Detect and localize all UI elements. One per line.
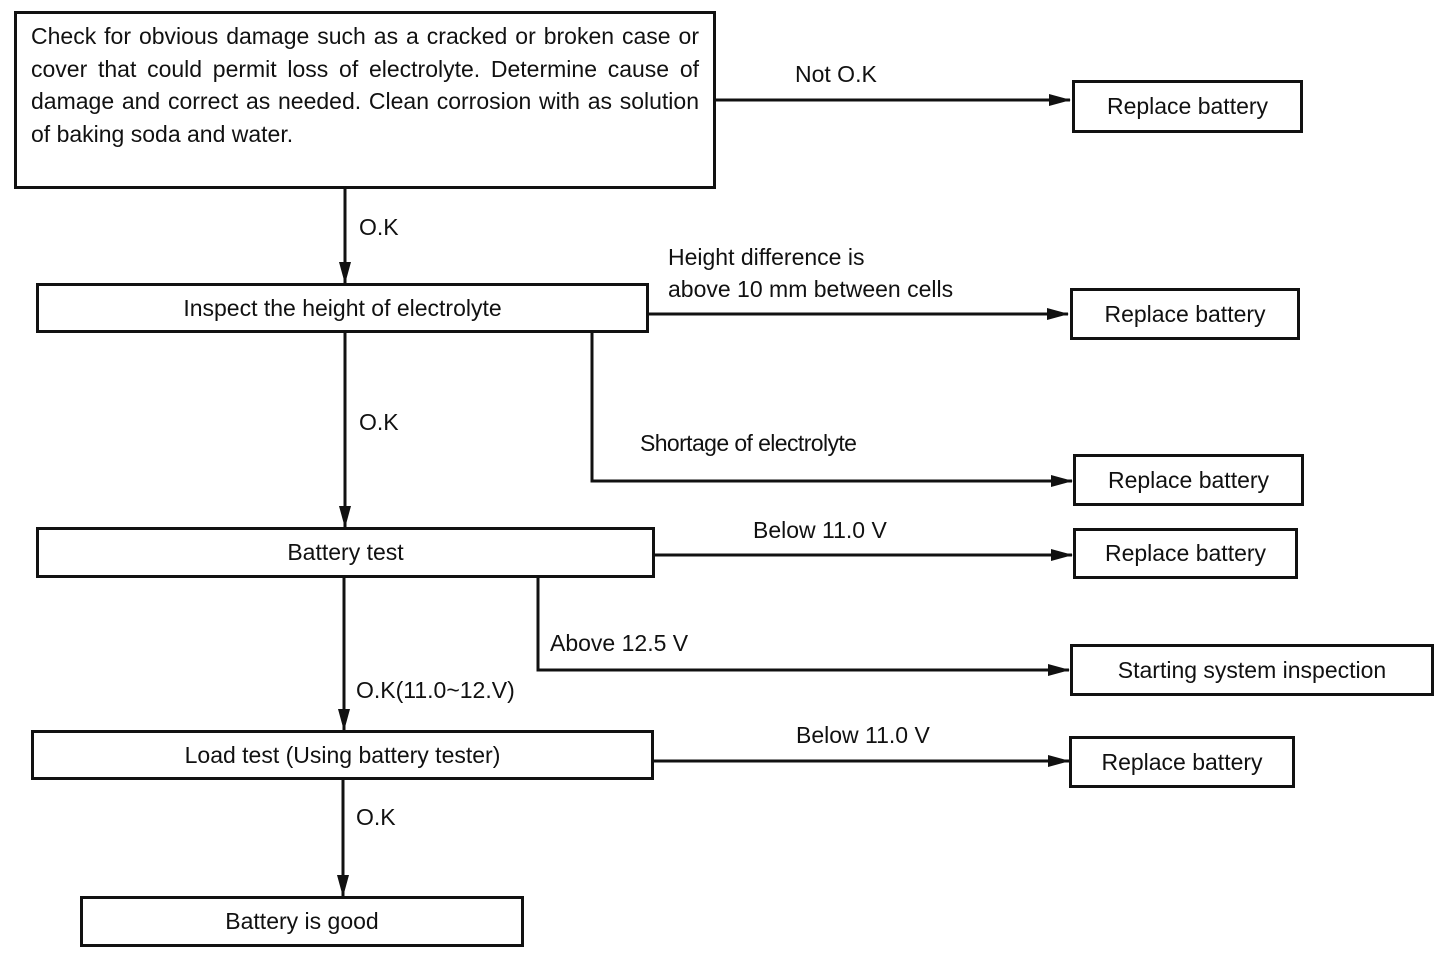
start-check-box: Check for obvious damage such as a crack… xyxy=(14,11,716,189)
starting-system-inspection-box: Starting system inspection xyxy=(1070,644,1434,696)
label-ok-3: O.K xyxy=(356,804,396,830)
label-ok-range: O.K(11.0~12.V) xyxy=(356,677,515,703)
arrow-shortage xyxy=(590,332,1073,487)
label-above-12-5: Above 12.5 V xyxy=(550,630,689,656)
label-below-11-b: Below 11.0 V xyxy=(796,722,930,748)
label-ok-1: O.K xyxy=(359,214,399,240)
inspect-height-box: Inspect the height of electrolyte xyxy=(36,283,649,333)
replace-battery-box-2: Replace battery xyxy=(1070,288,1300,340)
replace-battery-box-1: Replace battery xyxy=(1072,80,1303,133)
load-test-box: Load test (Using battery tester) xyxy=(31,730,654,780)
battery-test-box: Battery test xyxy=(36,527,655,578)
arrow-above-12-5 xyxy=(536,577,1070,676)
label-ok-2: O.K xyxy=(359,409,399,435)
label-below-11-a: Below 11.0 V xyxy=(753,517,887,543)
replace-battery-box-3: Replace battery xyxy=(1073,454,1304,506)
label-height-diff-2: above 10 mm between cells xyxy=(668,276,954,302)
label-not-ok: Not O.K xyxy=(795,61,877,87)
replace-battery-box-4: Replace battery xyxy=(1073,528,1298,579)
replace-battery-box-5: Replace battery xyxy=(1069,736,1295,788)
label-shortage: Shortage of electrolyte xyxy=(640,430,857,456)
battery-good-box: Battery is good xyxy=(80,896,524,947)
label-height-diff-1: Height difference is xyxy=(668,244,865,270)
